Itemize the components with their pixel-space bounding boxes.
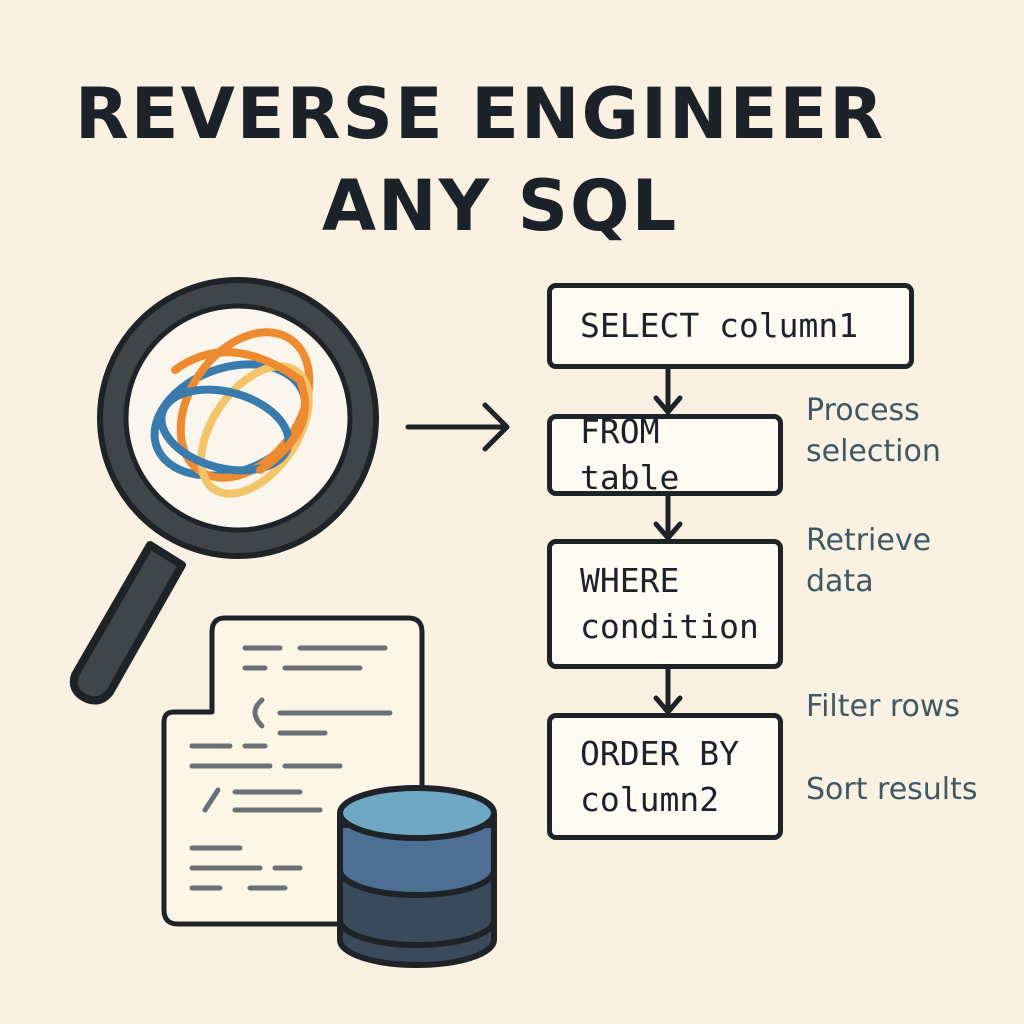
note-retrieve-data: Retrieve data <box>806 523 932 599</box>
step-connectors <box>653 365 683 715</box>
note-process-selection: Process selection <box>806 393 941 469</box>
database-icon <box>337 785 497 968</box>
title-line-2: ANY SQL <box>321 165 679 247</box>
step-from: FROM table <box>547 412 783 497</box>
note-sort-results: Sort results <box>806 772 978 807</box>
title-line-1: REVERSE ENGINEER <box>74 73 886 155</box>
arrow-right-icon <box>405 402 510 452</box>
step-where: WHERE condition <box>547 539 783 669</box>
tangle-icon <box>150 328 314 498</box>
note-filter-rows: Filter rows <box>806 689 961 724</box>
step-select: SELECT column1 <box>547 283 914 369</box>
step-order-by: ORDER BY column2 <box>547 713 783 840</box>
